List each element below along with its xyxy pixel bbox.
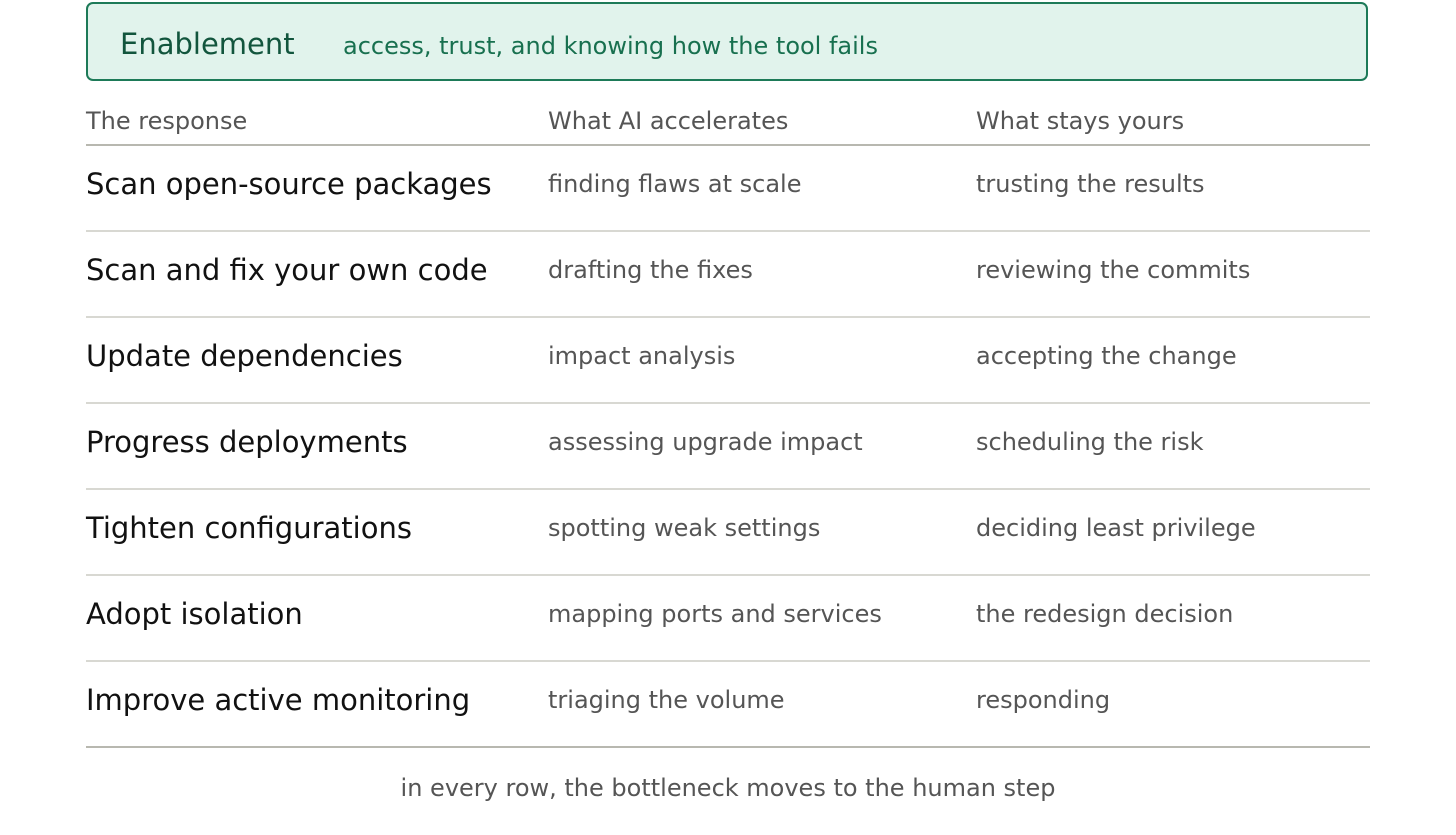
response-cell: Improve active monitoring xyxy=(86,683,471,717)
table-row: Update dependencies impact analysis acce… xyxy=(86,318,1370,404)
stays-yours-cell: reviewing the commits xyxy=(976,256,1251,284)
table-row: Improve active monitoring triaging the v… xyxy=(86,662,1370,748)
response-cell: Adopt isolation xyxy=(86,597,303,631)
header-ai-accelerates: What AI accelerates xyxy=(548,107,789,135)
response-cell: Update dependencies xyxy=(86,339,403,373)
response-cell: Tighten configurations xyxy=(86,511,412,545)
stays-yours-cell: trusting the results xyxy=(976,170,1205,198)
stays-yours-cell: deciding least privilege xyxy=(976,514,1256,542)
table-header-row: The response What AI accelerates What st… xyxy=(86,98,1370,146)
response-table: The response What AI accelerates What st… xyxy=(86,98,1370,748)
ai-accelerates-cell: spotting weak settings xyxy=(548,514,821,542)
response-cell: Progress deployments xyxy=(86,425,408,459)
ai-accelerates-cell: impact analysis xyxy=(548,342,736,370)
ai-accelerates-cell: triaging the volume xyxy=(548,686,785,714)
stays-yours-cell: scheduling the risk xyxy=(976,428,1204,456)
stays-yours-cell: responding xyxy=(976,686,1111,714)
table-row: Scan open-source packages finding flaws … xyxy=(86,146,1370,232)
stays-yours-cell: the redesign decision xyxy=(976,600,1234,628)
table-row: Scan and fix your own code drafting the … xyxy=(86,232,1370,318)
response-cell: Scan and fix your own code xyxy=(86,253,488,287)
ai-accelerates-cell: finding flaws at scale xyxy=(548,170,802,198)
ai-accelerates-cell: assessing upgrade impact xyxy=(548,428,863,456)
table-row: Adopt isolation mapping ports and servic… xyxy=(86,576,1370,662)
ai-accelerates-cell: drafting the fixes xyxy=(548,256,753,284)
header-stays-yours: What stays yours xyxy=(976,107,1185,135)
table-row: Progress deployments assessing upgrade i… xyxy=(86,404,1370,490)
footnote: in every row, the bottleneck moves to th… xyxy=(400,774,1056,802)
stays-yours-cell: accepting the change xyxy=(976,342,1237,370)
enablement-banner: Enablement access, trust, and knowing ho… xyxy=(86,2,1368,81)
banner-subtitle: access, trust, and knowing how the tool … xyxy=(343,32,878,60)
ai-accelerates-cell: mapping ports and services xyxy=(548,600,882,628)
table-row: Tighten configurations spotting weak set… xyxy=(86,490,1370,576)
header-response: The response xyxy=(86,107,248,135)
response-cell: Scan open-source packages xyxy=(86,167,492,201)
banner-title: Enablement xyxy=(120,27,295,61)
